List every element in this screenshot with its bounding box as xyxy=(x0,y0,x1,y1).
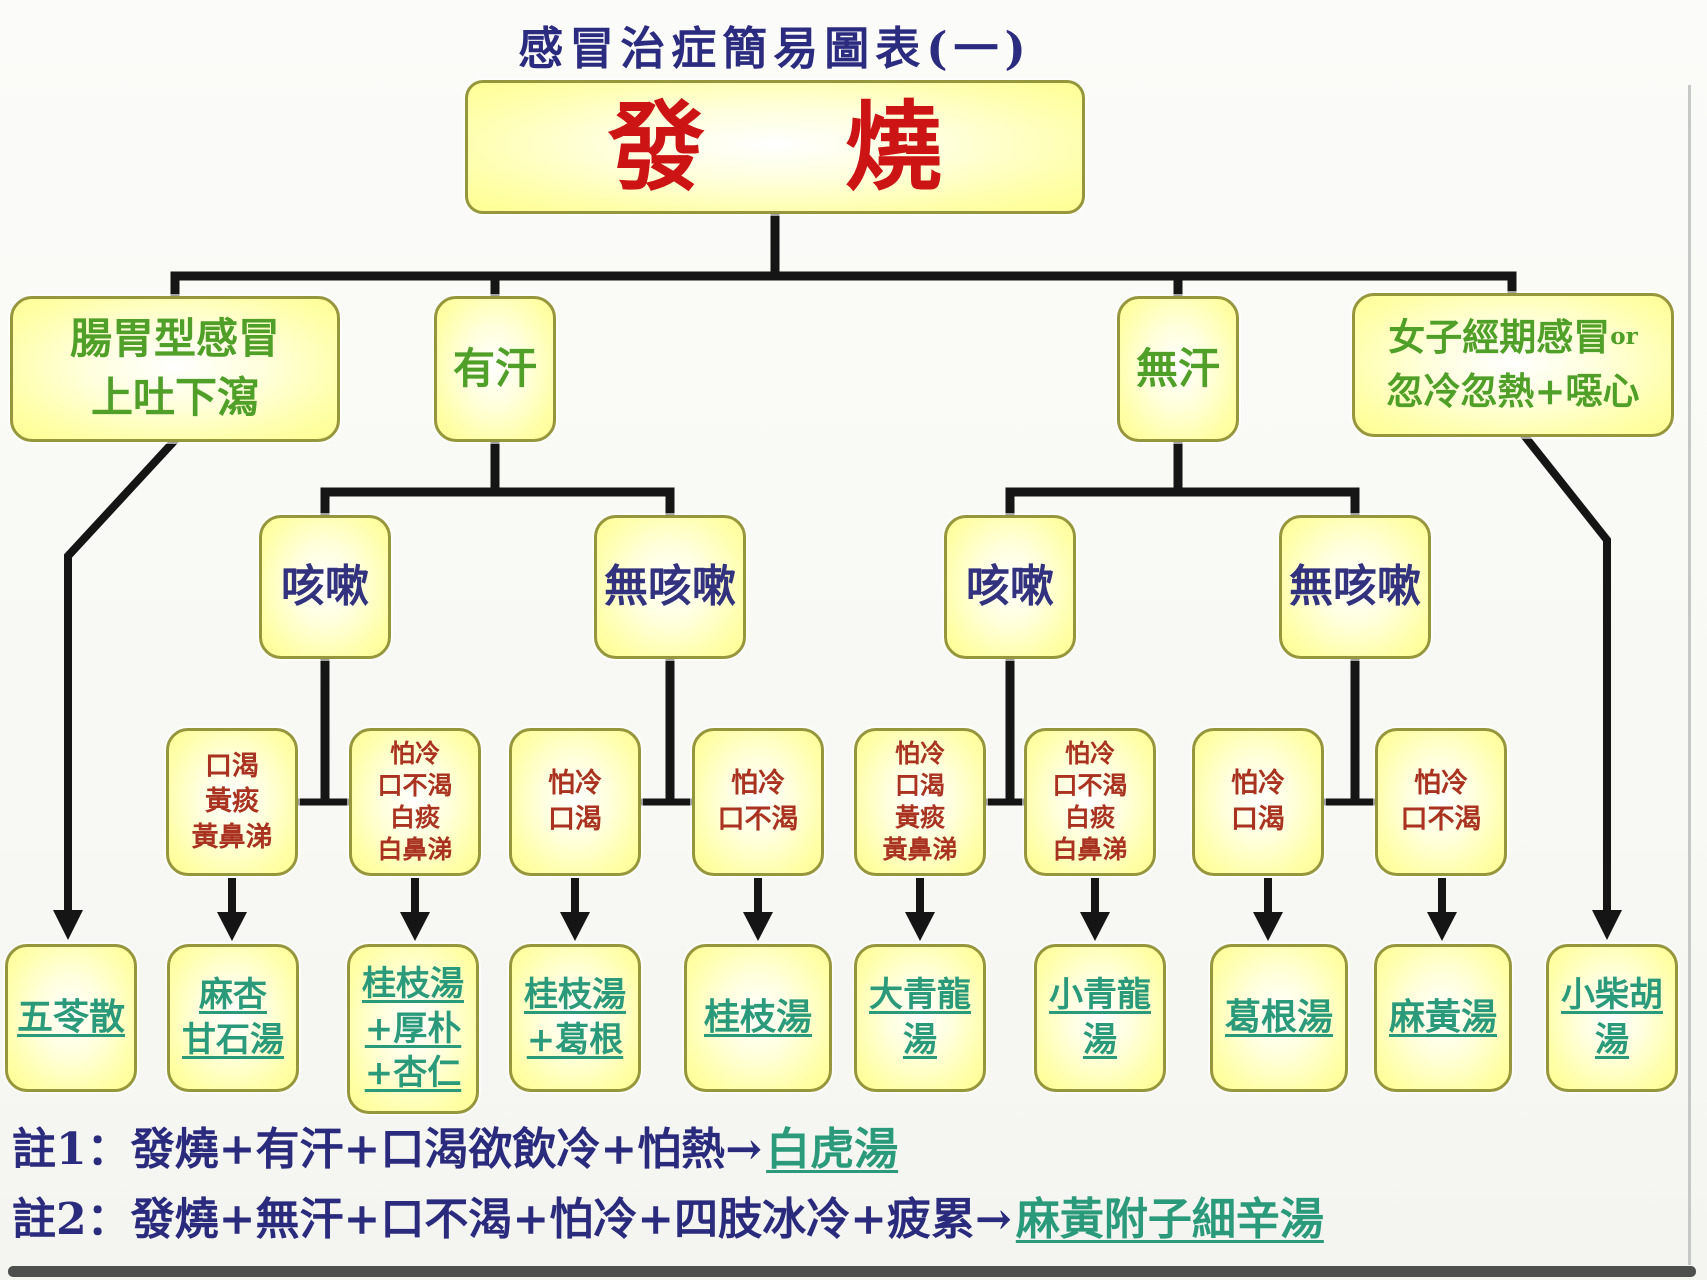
formula-guizhitang: 桂枝湯 xyxy=(684,944,832,1092)
formula-gegentang: 葛根湯 xyxy=(1210,944,1348,1092)
node-sweating: 有汗 xyxy=(434,296,556,442)
node-no-cough-left: 無咳嗽 xyxy=(594,515,746,659)
symptom-box-4: 怕冷 口不渴 xyxy=(692,728,824,876)
formula-guizhitang-gegen: 桂枝湯 +葛根 xyxy=(509,944,641,1092)
node-fever: 發燒 xyxy=(465,80,1085,214)
node-no-sweat: 無汗 xyxy=(1117,296,1239,442)
node-no-cough-right: 無咳嗽 xyxy=(1279,515,1431,659)
note-1-remedy: 白虎湯 xyxy=(766,1124,899,1175)
formula-maxing-ganshitang: 麻杏 甘石湯 xyxy=(167,944,299,1092)
connector-nosweat-rail xyxy=(1005,487,1360,517)
formula-daqinglongtang: 大青龍 湯 xyxy=(854,944,986,1092)
node-cough-left: 咳嗽 xyxy=(259,515,391,659)
connector-sweat-rail xyxy=(320,487,675,517)
symptom-box-5: 怕冷 口渴 黃痰 黃鼻涕 xyxy=(854,728,986,876)
photo-right-edge xyxy=(1688,85,1691,1265)
node-fever-label: 發燒 xyxy=(608,89,1082,204)
node-gi-type-flu: 腸胃型感冒 上吐下瀉 xyxy=(10,296,340,442)
formula-mahuangtang: 麻黃湯 xyxy=(1374,944,1512,1092)
formula-wulingsan: 五苓散 xyxy=(5,944,137,1092)
note-1: 註1：發燒+有汗+口渴欲飲冷+怕熱→白虎湯 xyxy=(12,1124,898,1177)
note-2-text: 註2：發燒+無汗+口不渴+怕冷+四肢冰冷+疲累→ xyxy=(12,1194,1012,1245)
arrow-gi-to-wuling xyxy=(64,435,180,914)
symptom-box-8: 怕冷 口不渴 xyxy=(1375,728,1507,876)
or-label: or xyxy=(1610,323,1638,351)
symptom-box-2: 怕冷 口不渴 白痰 白鼻涕 xyxy=(349,728,481,876)
photo-bottom-edge-bar xyxy=(8,1266,1696,1277)
note-2-remedy: 麻黃附子細辛湯 xyxy=(1015,1194,1324,1245)
arrow-menses-to-chaihu xyxy=(1519,431,1611,914)
symptom-box-3: 怕冷 口渴 xyxy=(509,728,641,876)
node-menstrual-flu: 女子經期感冒or 忽冷忽熱+噁心 xyxy=(1352,293,1674,437)
formula-xiaochaihutang: 小柴胡 湯 xyxy=(1546,944,1678,1092)
symptom-box-7: 怕冷 口渴 xyxy=(1192,728,1324,876)
note-2: 註2：發燒+無汗+口不渴+怕冷+四肢冰冷+疲累→麻黃附子細辛湯 xyxy=(12,1194,1324,1247)
formula-xiaoqinglongtang: 小青龍 湯 xyxy=(1034,944,1166,1092)
symptom-box-1: 口渴 黃痰 黃鼻涕 xyxy=(166,728,298,876)
formula-guizhitang-houpo-xingren: 桂枝湯 +厚朴 +杏仁 xyxy=(347,944,479,1114)
node-cough-right: 咳嗽 xyxy=(944,515,1076,659)
note-1-text: 註1：發燒+有汗+口渴欲飲冷+怕熱→ xyxy=(12,1124,763,1175)
symptom-box-6: 怕冷 口不渴 白痰 白鼻涕 xyxy=(1024,728,1156,876)
chart-title: 感冒治症簡易圖表(一) xyxy=(518,22,1032,75)
connector-level2-rail xyxy=(170,271,1517,300)
